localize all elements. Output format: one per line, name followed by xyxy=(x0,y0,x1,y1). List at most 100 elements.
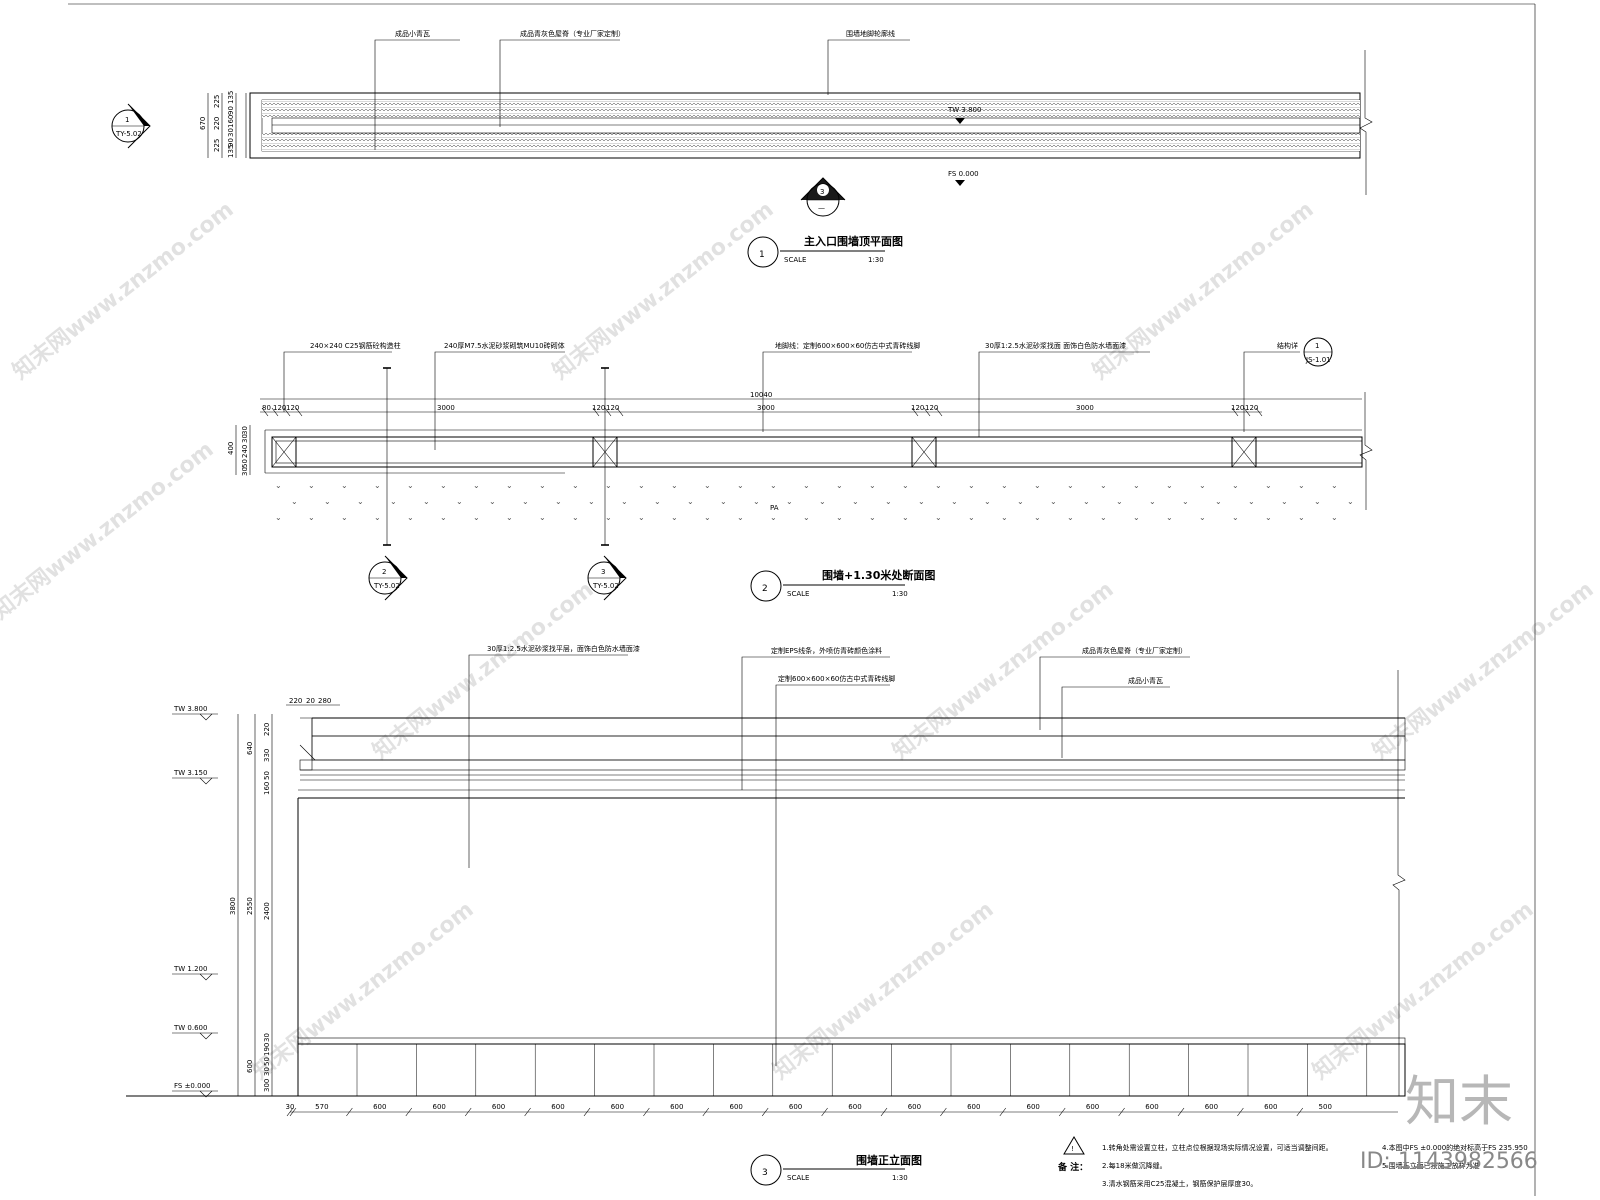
ground-mark: ⌄ xyxy=(1100,481,1107,490)
ground-mark: ⌄ xyxy=(951,497,958,506)
ref-num: 1 xyxy=(125,116,129,124)
dim: 135 xyxy=(227,145,235,158)
scale-label: SCALE xyxy=(787,590,809,598)
label-ridge: 成品青灰色屋脊（专业厂家定制） xyxy=(520,29,625,38)
dim-tick xyxy=(1237,1107,1244,1117)
plinth-body xyxy=(297,1043,1406,1097)
dim-bottom: 600 xyxy=(967,1103,980,1111)
dim: 280 xyxy=(318,697,331,705)
dim: 90 xyxy=(227,106,235,115)
section-wall xyxy=(271,436,1363,468)
elev-break-line xyxy=(1392,670,1406,1096)
dim-bottom: 600 xyxy=(373,1103,386,1111)
ground-mark: ⌄ xyxy=(374,513,381,522)
ground-mark: ⌄ xyxy=(819,497,826,506)
dim: 20 xyxy=(306,697,315,705)
dim-tick xyxy=(464,1107,472,1117)
dim: 3000 xyxy=(1076,404,1094,412)
elevation-view: 30厚1:2.5水泥砂浆找平层，面饰白色防水墙面漆 定制EPS线条，外喷仿青砖颜… xyxy=(126,644,1406,1186)
notes-heading: 备 注： xyxy=(1057,1161,1088,1173)
ground-mark: ⌄ xyxy=(1083,497,1090,506)
leader-line xyxy=(775,684,890,1066)
scale-value: 1:30 xyxy=(892,590,908,598)
watermark-text: 知末网www.znzmo.com xyxy=(768,896,999,1084)
note-item: 1.转角处需设置立柱，立柱点位根据现场实际情况设置，可适当调整间距。 xyxy=(1102,1143,1333,1152)
ref-sheet: JS-1.01 xyxy=(1305,356,1331,364)
ref-num: 3 xyxy=(601,568,605,576)
dim: 135 xyxy=(227,91,235,104)
ground-mark: ⌄ xyxy=(489,497,496,506)
ground-mark: ⌄ xyxy=(1265,481,1272,490)
section-ref-2: 2 TY-5.02 xyxy=(368,555,408,601)
elevation-title: 围墙正立面图 xyxy=(856,1153,922,1167)
ground-mark: ⌄ xyxy=(1133,481,1140,490)
plan-tile-hatch-bottom xyxy=(262,133,1360,151)
column-hatch xyxy=(1231,436,1257,468)
ref-sheet: TY-5.02 xyxy=(592,582,619,590)
dim-tick xyxy=(524,1107,531,1117)
dim: 120 xyxy=(592,404,605,412)
ground-mark: ⌄ xyxy=(341,513,348,522)
plan-view: 成品小青瓦 成品青灰色屋脊（专业厂家定制） 围墙地脚轮廓线 TW 3.800 F… xyxy=(111,29,1373,268)
dim: 220 xyxy=(213,117,221,130)
ground-mark: ⌄ xyxy=(1001,513,1008,522)
ground-mark: ⌄ xyxy=(836,481,843,490)
label-eps: 定制EPS线条，外喷仿青砖颜色涂料 xyxy=(771,646,882,655)
ground-mark: ⌄ xyxy=(935,513,942,522)
section-ref-bottom: 3 — xyxy=(800,177,846,217)
dim-tick xyxy=(761,1107,769,1117)
column xyxy=(271,436,297,468)
dim-tick xyxy=(289,1107,297,1117)
ref-num: 3 xyxy=(820,188,824,196)
ground-mark: ⌄ xyxy=(869,481,876,490)
column-hatch xyxy=(911,436,937,468)
level-tw-0600: TW 0.600 xyxy=(173,1024,207,1032)
dim: 30 xyxy=(263,1067,271,1076)
warning-icon xyxy=(1063,1136,1085,1155)
level-marks: TW 3.800 TW 3.150 TW 1.200 TW 0.600 FS ±… xyxy=(172,705,218,1098)
ground-mark: ⌄ xyxy=(638,513,645,522)
plinth-joints xyxy=(356,1044,1368,1096)
watermark-text: 知末网www.znzmo.com xyxy=(548,196,779,384)
leader-line xyxy=(374,39,460,102)
dim: 220 xyxy=(289,697,302,705)
dim: 3000 xyxy=(757,404,775,412)
dim-bottom: 600 xyxy=(908,1103,921,1111)
leader-line xyxy=(741,656,890,790)
label-tile: 成品小青瓦 xyxy=(395,29,430,38)
watermark-text: 知末网www.znzmo.com xyxy=(1308,896,1539,1084)
ground-mark: ⌄ xyxy=(555,497,562,506)
ground-mark: ⌄ xyxy=(1298,481,1305,490)
dim: 160 xyxy=(227,115,235,128)
ground-mark: ⌄ xyxy=(737,513,744,522)
label-column: 240×240 C25钢筋砼构造柱 xyxy=(310,341,401,350)
ground-mark: ⌄ xyxy=(506,513,513,522)
ground-mark: ⌄ xyxy=(1232,481,1239,490)
dim-tick xyxy=(643,1107,650,1117)
watermark-text: 知末网www.znzmo.com xyxy=(888,576,1119,764)
ground-mark: ⌄ xyxy=(374,481,381,490)
ground-mark: ⌄ xyxy=(1034,481,1041,490)
ground-mark: ⌄ xyxy=(572,481,579,490)
dim-tick xyxy=(702,1107,710,1117)
ground-mark: ⌄ xyxy=(737,481,744,490)
dim: 3000 xyxy=(437,404,455,412)
note-item: 5.围墙正立面已按施工放样为准 xyxy=(1382,1161,1480,1170)
leader-line xyxy=(762,351,912,432)
section-break-line xyxy=(1359,392,1373,510)
ground-mark: ⌄ xyxy=(324,497,331,506)
label-render: 30厚1:2.5水泥砂浆找面 面饰白色防水墙面漆 xyxy=(985,341,1126,350)
leader-line xyxy=(434,351,565,450)
notes-block: ! 备 注： 1.转角处需设置立柱，立柱点位根据现场实际情况设置，可适当调整间距… xyxy=(1057,1136,1528,1188)
dim-tick xyxy=(286,1107,294,1117)
section-ref-3: 3 TY-5.02 xyxy=(587,555,627,601)
ground-mark: ⌄ xyxy=(1116,497,1123,506)
column xyxy=(1231,436,1257,468)
ground-label: PA xyxy=(770,504,779,512)
ground-mark: ⌄ xyxy=(968,481,975,490)
ground-mark: ⌄ xyxy=(918,497,925,506)
dim: 30 xyxy=(263,1033,271,1042)
dim: 30 xyxy=(227,128,235,137)
watermark-text: 知末网www.znzmo.com xyxy=(0,436,219,624)
